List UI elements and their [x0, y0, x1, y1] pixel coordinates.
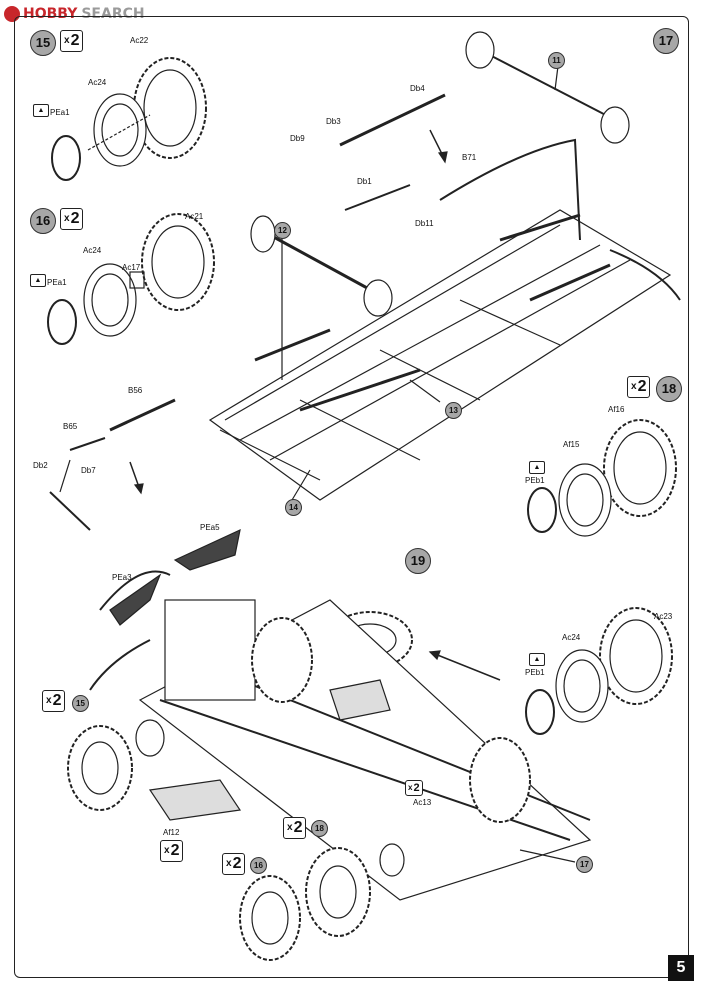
- qty-mult: x: [46, 695, 52, 706]
- wheel-step16: [47, 213, 215, 345]
- qty-value: 2: [413, 782, 420, 794]
- callout-15: 15: [72, 695, 89, 712]
- callout-13: 13: [445, 402, 462, 419]
- label-af15: Af15: [563, 440, 580, 449]
- callout-18: 18: [311, 820, 328, 837]
- callout-16: 16: [250, 857, 267, 874]
- qty-value: 2: [70, 32, 80, 50]
- instruction-sheet-border: [14, 16, 689, 978]
- label-ac21: Ac21: [185, 212, 204, 221]
- label-ac13: Ac13: [413, 798, 432, 807]
- label-ac17: Ac17: [122, 263, 141, 272]
- photo-etch-icon: ▲: [529, 461, 545, 474]
- step-16-badge: 16: [30, 208, 56, 234]
- photo-etch-icon: ▲: [529, 653, 545, 666]
- qty-step18: x2: [627, 376, 651, 399]
- qty-value: 2: [52, 692, 62, 710]
- chassis-step17: [208, 209, 681, 501]
- qty-value: 2: [293, 819, 303, 837]
- label-db11: Db11: [415, 219, 434, 228]
- callout-11: 11: [548, 52, 565, 69]
- watermark-brand-grey: SEARCH: [81, 6, 145, 22]
- label-ac23: Ac23: [654, 612, 673, 621]
- qty-mult: x: [64, 35, 70, 46]
- qty-value: 2: [232, 855, 242, 873]
- callout-12: 12: [274, 222, 291, 239]
- label-af12: Af12: [163, 828, 180, 837]
- photo-etch-icon: ▲: [33, 104, 49, 117]
- qty-mult: x: [64, 213, 70, 224]
- label-db4: Db4: [410, 84, 425, 93]
- qty-step15: x2: [60, 30, 84, 53]
- label-ac22: Ac22: [130, 36, 149, 45]
- step-15-badge: 15: [30, 30, 56, 56]
- label-db9: Db9: [290, 134, 305, 143]
- label-db3: Db3: [326, 117, 341, 126]
- qty-value: 2: [70, 210, 80, 228]
- label-pea1: PEa1: [47, 278, 67, 287]
- qty-value: 2: [170, 842, 180, 860]
- qty-mult: x: [287, 822, 293, 833]
- photo-etch-icon: ▲: [30, 274, 46, 287]
- callout-17: 17: [576, 856, 593, 873]
- qty-value: 2: [637, 378, 647, 396]
- qty-mult: x: [631, 381, 637, 392]
- qty-rear-wheel-18: x2: [283, 817, 307, 840]
- wheel-step15: [51, 57, 207, 181]
- qty-rear-wheel-16: x2: [222, 853, 246, 876]
- label-pea3: PEa3: [112, 573, 132, 582]
- wheel-step18: [527, 419, 677, 537]
- wheel-step19-right: [525, 607, 673, 735]
- callout-14: 14: [285, 499, 302, 516]
- watermark-brand-red: HOBBY: [23, 6, 78, 22]
- step-19-badge: 19: [405, 548, 431, 574]
- label-db1: Db1: [357, 177, 372, 186]
- label-pea1: PEa1: [50, 108, 70, 117]
- label-b71: B71: [462, 153, 477, 162]
- qty-mult: x: [408, 783, 413, 793]
- label-peb1: PEb1: [525, 476, 545, 485]
- qty-mult: x: [164, 845, 170, 856]
- site-watermark: HOBBY SEARCH: [4, 4, 145, 24]
- label-db2: Db2: [33, 461, 48, 470]
- step-17-badge: 17: [653, 28, 679, 54]
- label-db7: Db7: [81, 466, 96, 475]
- label-b65: B65: [63, 422, 78, 431]
- page-number: 5: [668, 955, 694, 981]
- label-b56: B56: [128, 386, 143, 395]
- qty-front-wheels: x2: [42, 690, 66, 713]
- label-pea5: PEa5: [200, 523, 220, 532]
- label-ac24: Ac24: [562, 633, 581, 642]
- qty-mult: x: [226, 858, 232, 869]
- label-af16: Af16: [608, 405, 625, 414]
- label-peb1: PEb1: [525, 668, 545, 677]
- step-18-badge: 18: [656, 376, 682, 402]
- qty-af12: x2: [160, 840, 184, 863]
- label-ac24: Ac24: [88, 78, 107, 87]
- chassis-step19: [89, 528, 592, 901]
- qty-step16: x2: [60, 208, 84, 231]
- qty-ac13: x2: [405, 780, 423, 797]
- label-ac24: Ac24: [83, 246, 102, 255]
